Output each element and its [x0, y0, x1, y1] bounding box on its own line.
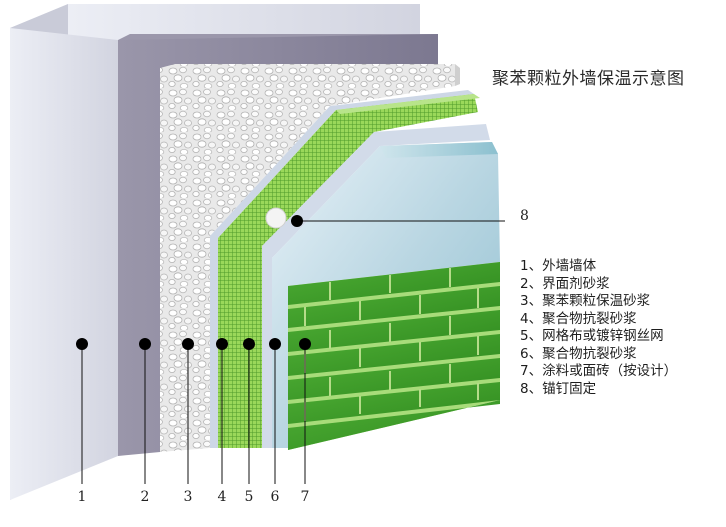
leader-lines	[81, 220, 505, 484]
legend-item: 1、外墙墙体	[520, 258, 597, 274]
legend-item: 6、聚合物抗裂砂浆	[520, 345, 637, 362]
layer-number: 5	[244, 489, 254, 505]
legend-item: 5、网格布或镀锌钢丝网	[520, 328, 664, 344]
layer-number: 3	[183, 489, 193, 505]
layer-2-interface-mortar	[118, 34, 438, 456]
diagram-title: 聚苯颗粒外墙保温示意图	[492, 69, 685, 89]
layer-number: 2	[140, 489, 150, 505]
layer-6-anti-crack-mortar	[262, 124, 490, 448]
callout-number-anchor: 8	[520, 208, 529, 224]
layer-number: 7	[300, 489, 310, 505]
legend-item: 2、界面剂砂浆	[520, 275, 610, 292]
leader-dots	[76, 215, 311, 350]
layer-7-finish-tiles	[272, 142, 500, 450]
anchor-nail	[265, 207, 287, 229]
layer-number: 6	[270, 489, 280, 505]
legend-item: 8、锚钉固定	[520, 380, 597, 397]
layer-number: 1	[77, 489, 87, 505]
legend-item: 4、聚合物抗裂砂浆	[520, 310, 637, 327]
legend-list: 1、外墙墙体 2、界面剂砂浆 3、聚苯颗粒保温砂浆 4、聚合物抗裂砂浆 5、网格…	[520, 258, 677, 398]
layer-number: 4	[217, 489, 227, 505]
legend-item: 3、聚苯颗粒保温砂浆	[520, 293, 651, 309]
legend-item: 7、涂料或面砖（按设计）	[520, 363, 678, 379]
layer-3-eps-insulation-mortar	[160, 64, 460, 452]
tile-courses	[288, 262, 500, 450]
layer-1-exterior-wall	[10, 4, 420, 500]
layer-5-mesh	[218, 94, 480, 448]
